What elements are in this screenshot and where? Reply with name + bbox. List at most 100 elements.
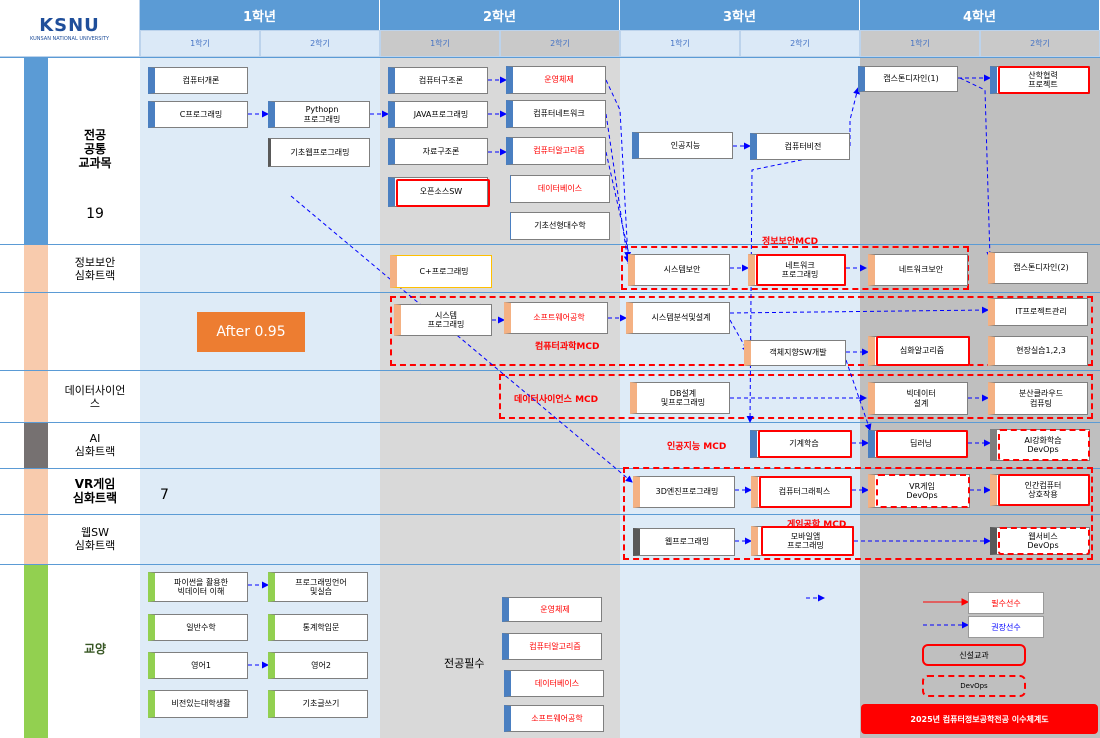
semester-header: 2학기 xyxy=(260,30,380,57)
row-divider xyxy=(0,292,1100,293)
mcd-region-ds xyxy=(499,374,1093,419)
devops-highlight xyxy=(998,429,1090,461)
course-box[interactable]: 컴퓨터알고리즘 xyxy=(502,633,602,660)
course-box[interactable]: 소프트웨어공학 xyxy=(504,302,608,334)
legend-title: 2025년 컴퓨터정보공학전공 이수체계도 xyxy=(861,704,1098,734)
category-label-web: 웹SW 심화트랙 xyxy=(74,526,116,552)
year-header-2: 2학년 xyxy=(380,0,620,30)
course-box[interactable]: 컴퓨터비전 xyxy=(750,133,850,160)
major-required-label: 전공필수 xyxy=(444,657,485,670)
course-box[interactable]: 데이터베이스 xyxy=(510,175,610,203)
mcd-label-ai: 인공지능 MCD xyxy=(667,442,727,452)
mcd-label-cs: 컴퓨터과학MCD xyxy=(535,342,600,352)
course-box[interactable]: 네트워크보안 xyxy=(868,254,968,286)
course-box[interactable]: 영어2 xyxy=(268,652,368,679)
legend-required: 필수선수 xyxy=(968,592,1044,614)
course-box[interactable]: 기초웹프로그래밍 xyxy=(268,138,370,167)
year-header-4: 4학년 xyxy=(860,0,1100,30)
course-box[interactable]: 현장실습1,2,3 xyxy=(988,336,1088,366)
course-box[interactable]: 운영체제 xyxy=(502,597,602,622)
course-box[interactable]: 인간컴퓨터 상호작용 xyxy=(990,474,1090,506)
course-box[interactable]: C프로그래밍 xyxy=(148,101,248,128)
course-box[interactable]: 컴퓨터그래픽스 xyxy=(751,476,852,508)
devops-highlight xyxy=(876,474,970,508)
new-course-highlight xyxy=(758,430,852,458)
course-box[interactable]: C+프로그래밍 xyxy=(390,255,492,288)
course-box[interactable]: 컴퓨터개론 xyxy=(148,67,248,94)
course-box[interactable]: 컴퓨터알고리즘 xyxy=(506,137,606,165)
course-box[interactable]: 소프트웨어공학 xyxy=(504,705,604,732)
course-box[interactable]: 기초선형대수학 xyxy=(510,212,610,240)
row-divider xyxy=(0,422,1100,423)
new-course-highlight xyxy=(876,336,970,366)
row-divider xyxy=(0,57,1100,58)
new-course-highlight xyxy=(761,526,854,556)
new-course-highlight xyxy=(756,254,846,286)
course-box[interactable]: 운영체제 xyxy=(506,66,606,94)
category-bar-ai xyxy=(24,423,48,468)
semester-header: 1학기 xyxy=(860,30,980,57)
row-divider xyxy=(0,370,1100,371)
semester-header: 2학기 xyxy=(500,30,620,57)
course-box[interactable]: 인공지능 xyxy=(632,132,733,159)
course-box[interactable]: 프로그래밍언어 및실습 xyxy=(268,572,368,602)
after-label: After 0.95 xyxy=(197,312,305,352)
course-box[interactable]: 3D엔진프로그래밍 xyxy=(633,476,735,508)
legend-devops: DevOps xyxy=(922,675,1026,697)
category-count-common: 19 xyxy=(86,205,104,222)
course-box[interactable]: 딥러닝 xyxy=(868,430,968,458)
new-course-highlight xyxy=(759,476,852,508)
course-box[interactable]: 캡스톤디자인(1) xyxy=(858,66,958,92)
course-box[interactable]: 컴퓨터구조론 xyxy=(388,67,488,94)
year-header-1: 1학년 xyxy=(140,0,380,30)
course-box[interactable]: 기초글쓰기 xyxy=(268,690,368,718)
course-box[interactable]: 통계학입문 xyxy=(268,614,368,641)
logo-subtext: KUNSAN NATIONAL UNIVERSITY xyxy=(29,35,110,42)
legend-new: 신설교과 xyxy=(922,644,1026,666)
category-count-vr: 7 xyxy=(160,487,169,503)
course-box[interactable]: 시스템분석및설계 xyxy=(626,302,730,334)
course-box[interactable]: 시스템 프로그래밍 xyxy=(394,304,492,336)
mcd-label-game: 게임공학 MCD xyxy=(787,520,847,530)
course-box[interactable]: IT프로젝트관리 xyxy=(988,298,1088,326)
category-label-liberal: 교양 xyxy=(83,642,107,657)
semester-header: 2학기 xyxy=(980,30,1100,57)
category-bar-security xyxy=(24,245,48,292)
course-box[interactable]: 분산클라우드 컴퓨팅 xyxy=(988,382,1088,415)
semester-header: 2학기 xyxy=(740,30,860,57)
course-box[interactable]: 시스템보안 xyxy=(628,254,730,286)
course-box[interactable]: 빅데이터 설계 xyxy=(868,382,968,415)
mcd-label-ds: 데이터사이언스 MCD xyxy=(514,395,599,405)
course-box[interactable]: 오픈소스SW xyxy=(388,177,488,207)
category-label-security: 정보보안 심화트랙 xyxy=(74,256,116,282)
category-bar-vr xyxy=(24,469,48,514)
row-divider xyxy=(0,244,1100,245)
course-box[interactable]: 비전있는대학생활 xyxy=(148,690,248,718)
course-box[interactable]: 영어1 xyxy=(148,652,248,679)
logo-text: KSNU xyxy=(39,14,100,36)
new-course-highlight xyxy=(876,430,968,458)
devops-highlight xyxy=(998,527,1090,555)
course-box[interactable]: 캡스톤디자인(2) xyxy=(988,252,1088,284)
legend-recommended: 권장선수 xyxy=(968,616,1044,638)
semester-header: 1학기 xyxy=(140,30,260,57)
category-label-ai: AI 심화트랙 xyxy=(74,432,116,458)
course-box[interactable]: 산학협력 프로젝트 xyxy=(990,66,1090,94)
new-course-highlight xyxy=(396,179,490,207)
row-divider xyxy=(0,564,1100,565)
course-box[interactable]: Pythopn 프로그래밍 xyxy=(268,101,370,128)
course-box[interactable]: JAVA프로그래밍 xyxy=(388,101,488,128)
course-box[interactable]: DB설계 및프로그래밍 xyxy=(630,382,730,414)
course-box[interactable]: 객체지향SW개발 xyxy=(744,340,846,366)
mcd-label-security: 정보보안MCD xyxy=(762,237,819,247)
category-label-vr: VR게임 심화트랙 xyxy=(72,477,118,505)
course-box[interactable]: 파이썬을 활용한 빅데이터 이해 xyxy=(148,572,248,602)
logo: KSNU KUNSAN NATIONAL UNIVERSITY xyxy=(0,0,140,57)
course-box[interactable]: 자료구조론 xyxy=(388,138,488,165)
course-box[interactable]: 웹프로그래밍 xyxy=(633,528,735,556)
mcd-region-cs xyxy=(390,296,1093,366)
course-box[interactable]: 데이터베이스 xyxy=(504,670,604,697)
course-box[interactable]: 일반수학 xyxy=(148,614,248,641)
semester-header: 1학기 xyxy=(620,30,740,57)
course-box[interactable]: 컴퓨터네트워크 xyxy=(506,100,606,128)
